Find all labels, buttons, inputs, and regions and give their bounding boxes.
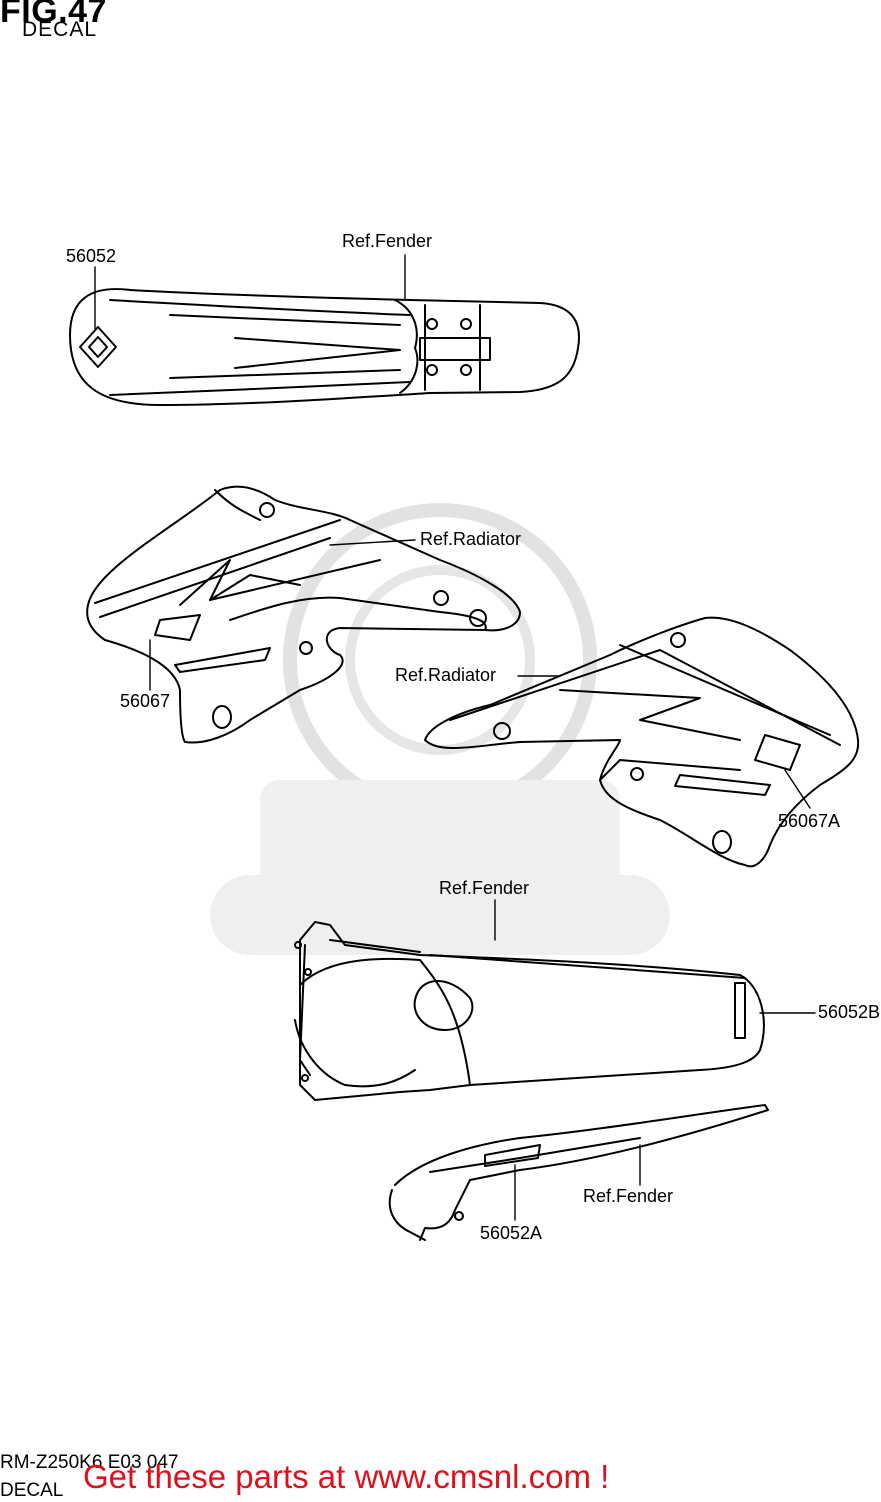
figure-title: FIG.47 <box>0 0 107 30</box>
callout-ref-radiator-right: Ref.Radiator <box>395 665 497 685</box>
front-fender-drawing <box>69 288 580 406</box>
leader-lines <box>94 254 816 1221</box>
callout-ref-radiator-left: Ref.Radiator <box>420 529 522 549</box>
diagram-model-code: RM-Z250K6 E03 047 <box>0 1452 179 1473</box>
callout-56052B: 56052B <box>818 1002 881 1022</box>
cms-watermark-logo <box>210 503 670 955</box>
rear-fender-drawing <box>294 921 765 1101</box>
left-radiator-shroud-drawing <box>86 485 521 744</box>
callout-56067: 56067 <box>120 691 171 711</box>
rear-fender-side-drawing <box>388 1104 769 1241</box>
callout-ref-fender-side: Ref.Fender <box>583 1186 674 1206</box>
callout-56052: 56052 <box>66 246 117 266</box>
diagram-section-label: DECAL <box>0 1480 64 1501</box>
callout-ref-fender-rear: Ref.Fender <box>439 878 530 898</box>
cmsnl-banner-link[interactable]: Get these parts at www.cmsnl.com ! <box>83 1458 610 1495</box>
callout-56067A: 56067A <box>778 811 841 831</box>
suzuki-s-logo <box>79 326 117 368</box>
figure-subtitle: DECAL <box>22 18 98 41</box>
callout-56052A: 56052A <box>480 1223 543 1243</box>
callout-ref-fender-front: Ref.Fender <box>342 231 433 251</box>
